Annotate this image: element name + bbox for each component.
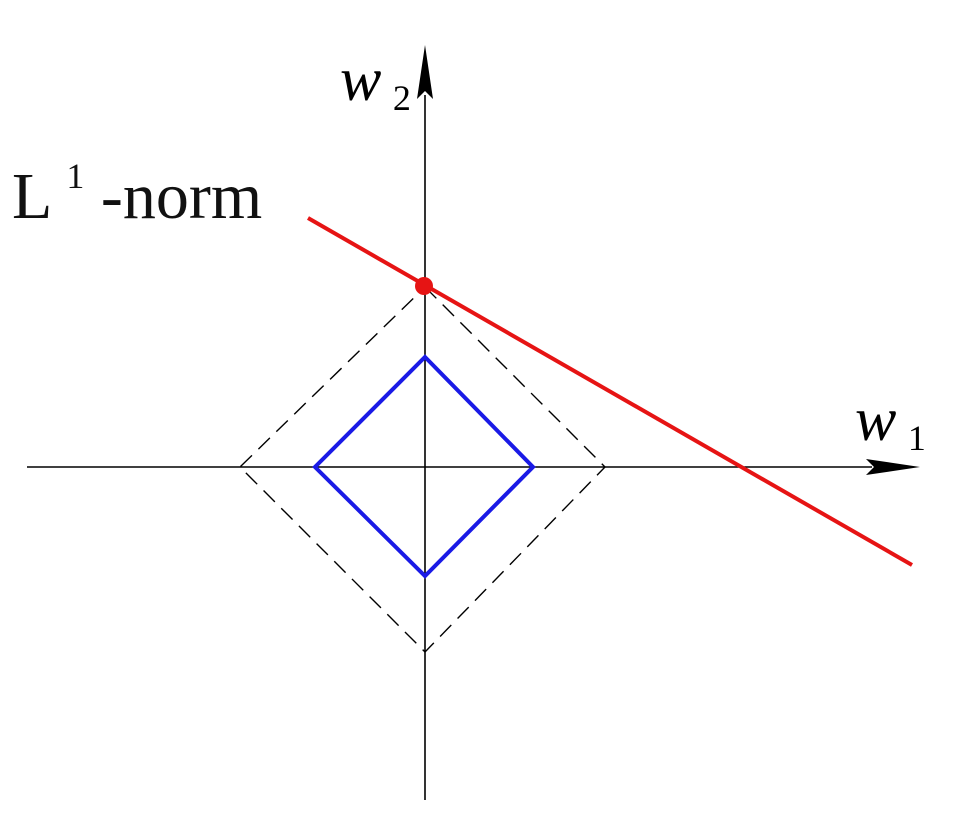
constraint-diamond: [312, 354, 536, 579]
w2-axis-label: w 2: [340, 46, 411, 118]
w1-variable: w: [855, 386, 896, 454]
w1-axis-label: w 1: [855, 386, 926, 458]
dashed-diamond-contour: [239, 286, 606, 653]
w2-variable: w: [340, 46, 381, 114]
solution-line: [307, 216, 913, 567]
title-superscript: 1: [66, 156, 84, 196]
title-prefix: L: [12, 160, 50, 233]
w1-subscript: 1: [908, 418, 926, 458]
w2-subscript: 2: [393, 78, 411, 118]
w2-arrowhead-icon: [417, 45, 433, 99]
w1-arrowhead-icon: [866, 459, 920, 475]
title-suffix: -norm: [101, 160, 262, 233]
diagram-title: L 1 -norm: [12, 130, 262, 233]
solution-point: [415, 277, 433, 295]
